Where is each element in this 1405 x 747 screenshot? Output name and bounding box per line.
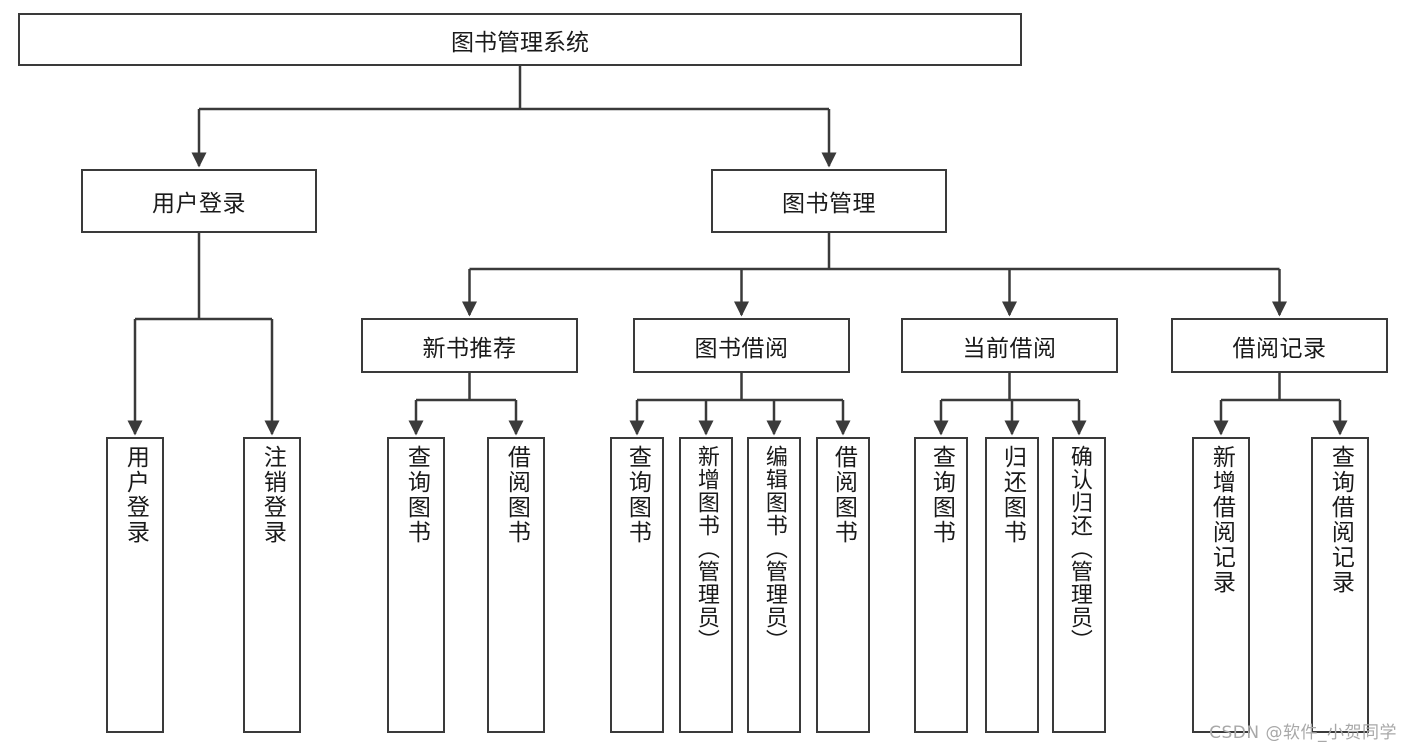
node-label: 查询借阅记录 bbox=[1327, 445, 1354, 595]
node-leaf-user-login[interactable]: 用户登录 bbox=[106, 437, 164, 733]
node-label: 查询图书 bbox=[928, 445, 955, 545]
node-label: 注销登录 bbox=[259, 445, 286, 545]
node-leaf-confirm-return-admin[interactable]: 确认归还（管理员） bbox=[1052, 437, 1106, 733]
node-leaf-query-book-current[interactable]: 查询图书 bbox=[914, 437, 968, 733]
node-leaf-borrow-book[interactable]: 借阅图书 bbox=[816, 437, 870, 733]
node-leaf-query-book-recommend[interactable]: 查询图书 bbox=[387, 437, 445, 733]
node-label: 归还图书 bbox=[999, 445, 1026, 545]
node-label: 查询图书 bbox=[624, 445, 651, 545]
node-label: 借阅图书 bbox=[503, 445, 530, 545]
node-current-borrow[interactable]: 当前借阅 bbox=[901, 318, 1118, 373]
node-label: 编辑图书（管理员） bbox=[761, 445, 787, 652]
node-root[interactable]: 图书管理系统 bbox=[18, 13, 1022, 66]
node-label: 新增图书（管理员） bbox=[693, 445, 719, 652]
node-leaf-add-book-admin[interactable]: 新增图书（管理员） bbox=[679, 437, 733, 733]
node-label: 用户登录 bbox=[152, 191, 246, 217]
node-label: 新增借阅记录 bbox=[1208, 445, 1235, 595]
node-book-management[interactable]: 图书管理 bbox=[711, 169, 947, 233]
node-label: 借阅图书 bbox=[830, 445, 857, 545]
node-leaf-query-borrow-record[interactable]: 查询借阅记录 bbox=[1311, 437, 1369, 733]
node-label: 借阅记录 bbox=[1232, 335, 1327, 362]
watermark: CSDN @软件_小贺同学 bbox=[1209, 723, 1397, 743]
node-user-login[interactable]: 用户登录 bbox=[81, 169, 317, 233]
node-label: 新书推荐 bbox=[422, 335, 517, 362]
node-leaf-return-book[interactable]: 归还图书 bbox=[985, 437, 1039, 733]
node-label: 查询图书 bbox=[403, 445, 430, 545]
node-label: 确认归还（管理员） bbox=[1066, 445, 1092, 652]
node-borrow-records[interactable]: 借阅记录 bbox=[1171, 318, 1388, 373]
node-label: 图书管理 bbox=[782, 191, 876, 217]
node-new-book-recommend[interactable]: 新书推荐 bbox=[361, 318, 578, 373]
node-label: 图书管理系统 bbox=[451, 29, 589, 56]
node-label: 当前借阅 bbox=[962, 335, 1057, 362]
node-leaf-add-borrow-record[interactable]: 新增借阅记录 bbox=[1192, 437, 1250, 733]
node-label: 用户登录 bbox=[122, 445, 149, 545]
node-leaf-edit-book-admin[interactable]: 编辑图书（管理员） bbox=[747, 437, 801, 733]
node-label: 图书借阅 bbox=[694, 335, 789, 362]
node-leaf-logout[interactable]: 注销登录 bbox=[243, 437, 301, 733]
node-leaf-borrow-book-recommend[interactable]: 借阅图书 bbox=[487, 437, 545, 733]
node-leaf-query-book[interactable]: 查询图书 bbox=[610, 437, 664, 733]
node-book-borrow[interactable]: 图书借阅 bbox=[633, 318, 850, 373]
